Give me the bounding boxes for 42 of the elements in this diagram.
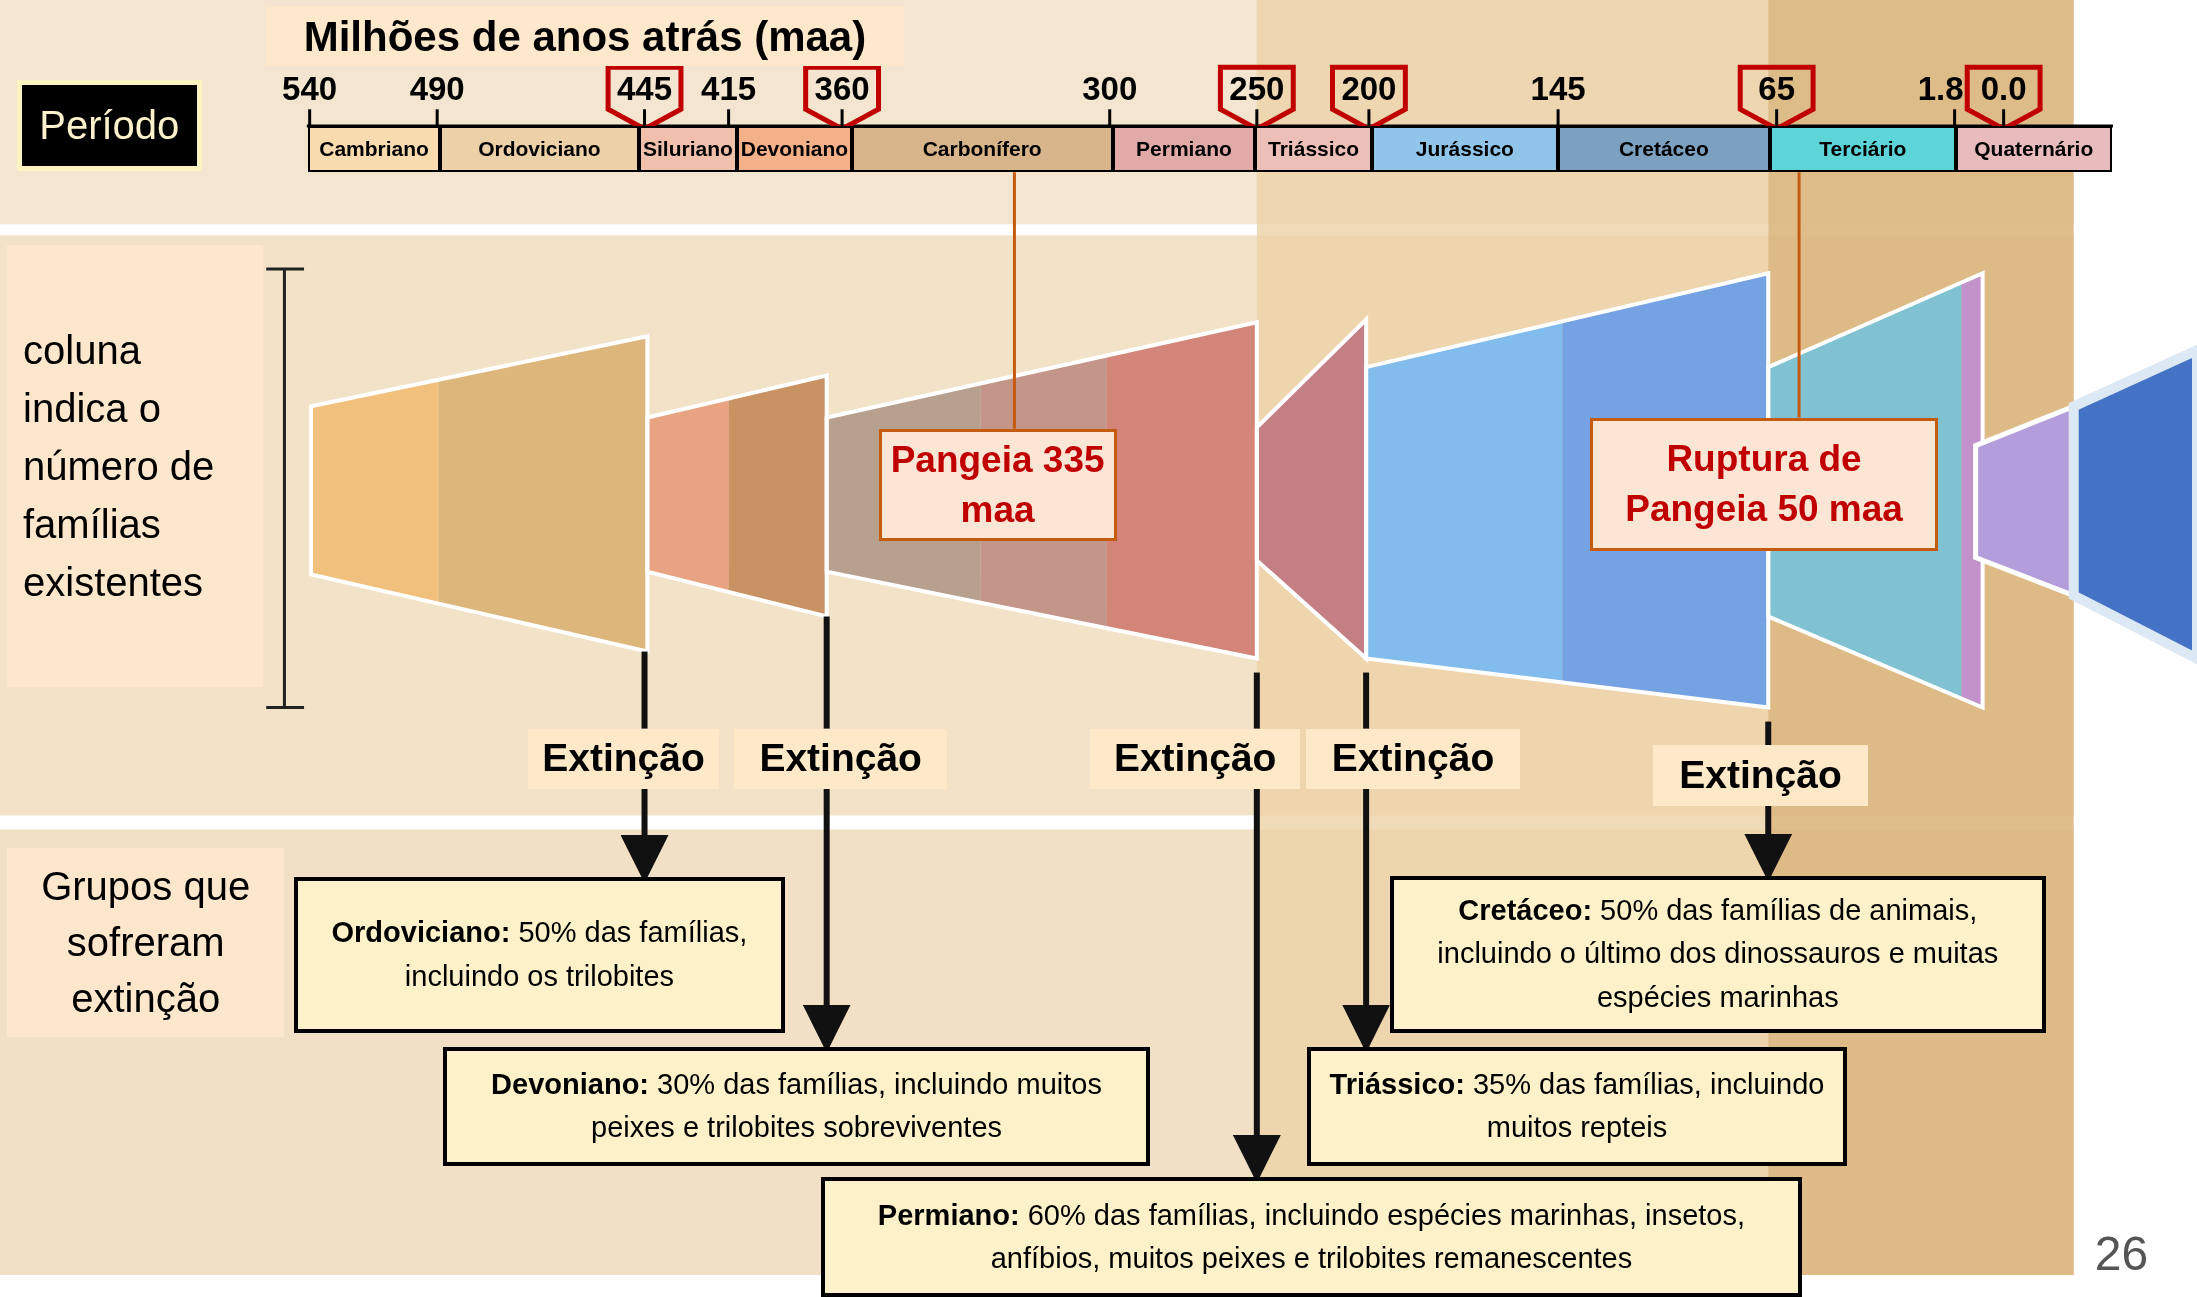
period-header-box: Período [16, 79, 202, 171]
tick-label: 415 [700, 71, 758, 105]
extinction-info-box: Permiano: 60% das famílias, incluindo espécies marinhas, insetos, anfíbios, muitos peixes e trilobites remanescentes [821, 1176, 1802, 1297]
side-note: coluna indica o número de famílias existentes [7, 245, 264, 687]
leader-line [1797, 172, 1801, 418]
tick-label: 300 [1081, 71, 1139, 105]
period-bar: Jurássico [1371, 126, 1559, 173]
period-bar: Terciário [1769, 126, 1956, 173]
period-bar: Siluriano [638, 126, 737, 173]
extinction-label: Extinção [1653, 745, 1868, 806]
period-bar: Carbonífero [851, 126, 1113, 173]
extinction-label: Extinção [734, 728, 948, 789]
page-number: 26 [2094, 1230, 2149, 1279]
tick-label: 360 [813, 71, 871, 105]
tick-label: 0.0 [1979, 71, 2028, 105]
period-bar: Quaternário [1956, 126, 2112, 173]
tick-label: 490 [408, 71, 466, 105]
extinction-label: Extinção [1090, 728, 1301, 789]
tick-label: 445 [616, 71, 674, 105]
period-bar: Ordoviciano [439, 126, 639, 173]
tick-label: 250 [1228, 71, 1286, 105]
tick-label: 540 [281, 71, 339, 105]
extinction-info-box: Ordoviciano: 50% das famílias, incluindo os trilobites [294, 877, 785, 1033]
extinction-label: Extinção [1305, 728, 1521, 789]
tick-label: 1.8 [1916, 71, 1965, 105]
title: Milhões de anos atrás (maa) [266, 7, 904, 66]
period-bar: Triássico [1255, 126, 1372, 173]
extinction-label: Extinção [528, 728, 719, 789]
side-note: Grupos que sofreram extinção [7, 847, 285, 1037]
tick-label: 145 [1529, 71, 1587, 105]
extinction-info-box: Cretáceo: 50% das famílias de animais, incluindo o último dos dinossauros e muitas espécies marinhas [1389, 875, 2046, 1033]
leader-line [1012, 172, 1016, 429]
callout-box: Pangeia 335 maa [878, 428, 1117, 541]
tick-label: 200 [1340, 71, 1398, 105]
period-bar: Devoniano [737, 126, 852, 173]
callout-box: Ruptura de Pangeia 50 maa [1590, 417, 1938, 551]
period-bar: Cambriano [308, 126, 440, 173]
tick-label: 65 [1757, 71, 1796, 105]
period-bar: Permiano [1112, 126, 1256, 173]
extinction-info-box: Devoniano: 30% das famílias, incluindo muitos peixes e trilobites sobreviventes [442, 1046, 1151, 1166]
extinction-info-box: Triássico: 35% das famílias, incluindo muitos repteis [1307, 1046, 1847, 1166]
period-bar: Cretáceo [1558, 126, 1770, 173]
